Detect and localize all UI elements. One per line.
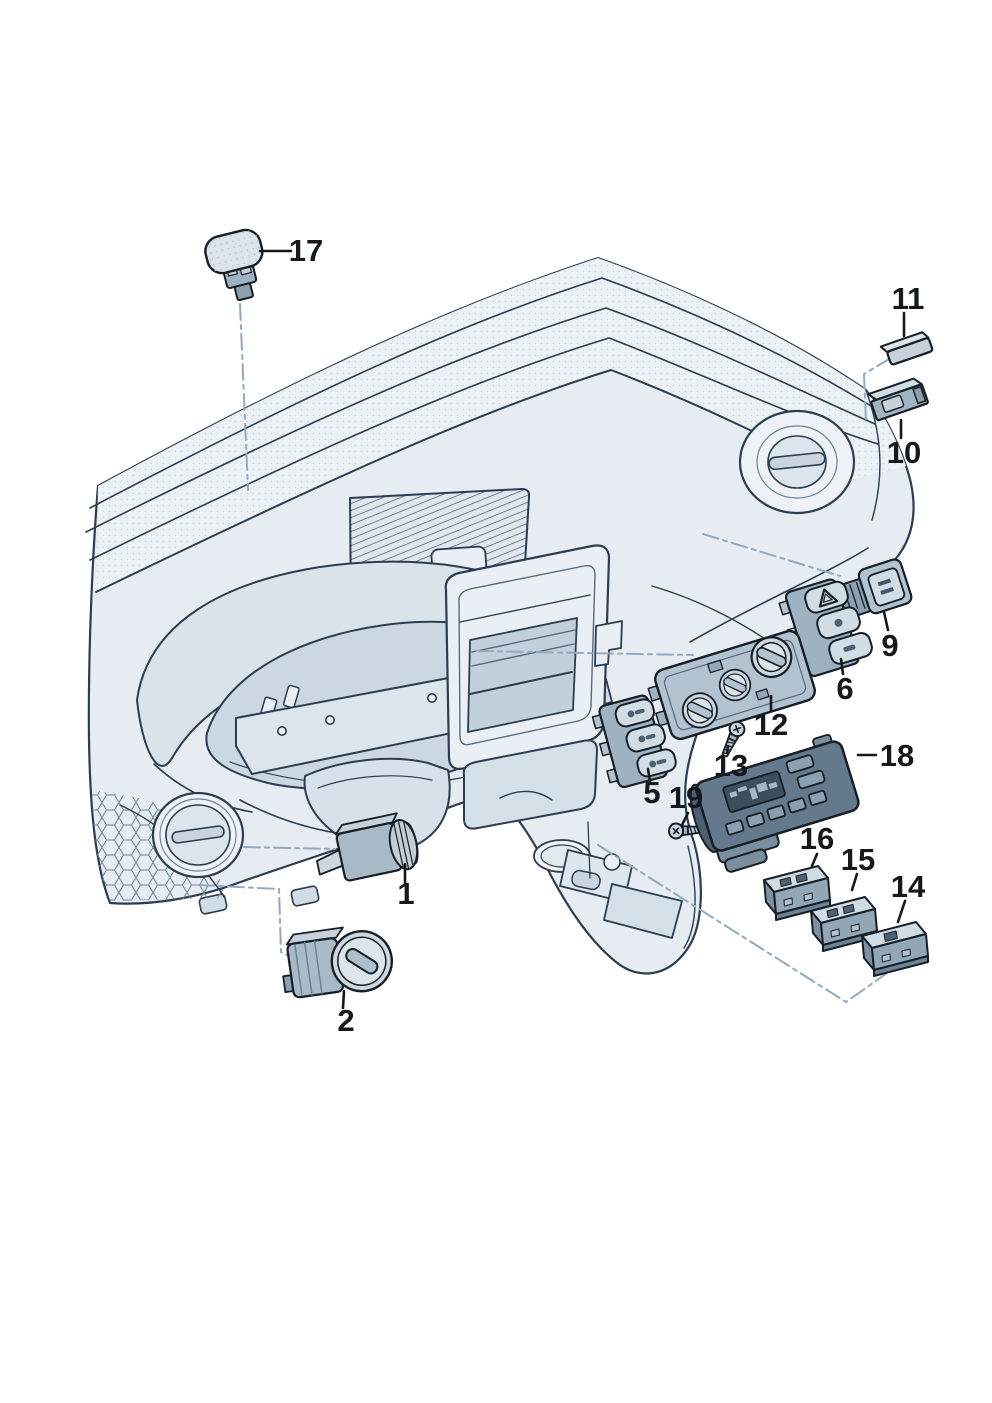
part-2-headlight-switch: [282, 926, 394, 999]
callout-label-1: 1: [397, 876, 414, 911]
button-glyph-icons: [627, 708, 667, 768]
right-air-vent: [738, 409, 856, 515]
part-16-switch: [763, 865, 831, 921]
leader-12: [476, 650, 694, 656]
left-air-vent: [151, 791, 245, 879]
part-14-switch: [861, 921, 929, 977]
callout-label-9: 9: [881, 628, 898, 663]
callout-label-19: 19: [669, 780, 703, 815]
lower-din-opening: [462, 739, 598, 830]
callout-label-18: 18: [880, 738, 914, 773]
switch-icons: [826, 903, 855, 919]
climatronic-buttons: [725, 789, 828, 836]
part-17-sensor: [204, 228, 264, 302]
callout-label-6: 6: [836, 671, 853, 706]
callouts: 17 11 10 9 6 12 13 5 19 18 16 15 14 1 2: [258, 233, 926, 1038]
callout-label-17: 17: [289, 233, 323, 268]
part-18-climatronic-unit: [689, 733, 860, 873]
button-glyph-icon: [834, 618, 843, 627]
callout-label-11: 11: [892, 281, 925, 316]
defroster-band-texture: [96, 258, 906, 592]
switch-icon: [883, 930, 898, 943]
callout-label-5: 5: [643, 775, 660, 810]
leader-17: [239, 303, 249, 491]
display-glyphs: [729, 781, 778, 800]
callout-label-14: 14: [891, 869, 926, 904]
dashboard-contour-lines: [85, 277, 881, 653]
part-11-cap: [879, 331, 934, 366]
callout-label-12: 12: [754, 707, 788, 742]
part-15-switch: [810, 896, 878, 952]
leader-lines: [197, 303, 898, 1004]
leader-1: [243, 846, 336, 850]
switch-glyph-icon: [877, 578, 892, 587]
callout-label-16: 16: [800, 821, 834, 856]
leader-11-10: [862, 357, 892, 423]
leader-2: [197, 884, 294, 959]
center-console: [499, 790, 696, 949]
part-1-dimmer-switch: [316, 812, 419, 882]
part-10-switch-blank: [867, 377, 929, 422]
leader-14-15-16: [597, 844, 898, 1004]
center-stack: [444, 544, 623, 830]
callout-label-2: 2: [337, 1003, 354, 1038]
callout-label-10: 10: [887, 435, 921, 470]
switch-icons: [779, 872, 808, 888]
hazard-triangle-icon: [818, 588, 839, 608]
callout-label-15: 15: [841, 842, 875, 877]
stack-notch: [594, 620, 623, 667]
dashboard-illustration: [85, 256, 915, 975]
leader-9: [702, 533, 841, 577]
part-12-heater-control: [647, 629, 816, 741]
rotary-knob: [345, 947, 379, 975]
console-bin: [603, 883, 683, 939]
callout-label-13: 13: [714, 748, 748, 783]
